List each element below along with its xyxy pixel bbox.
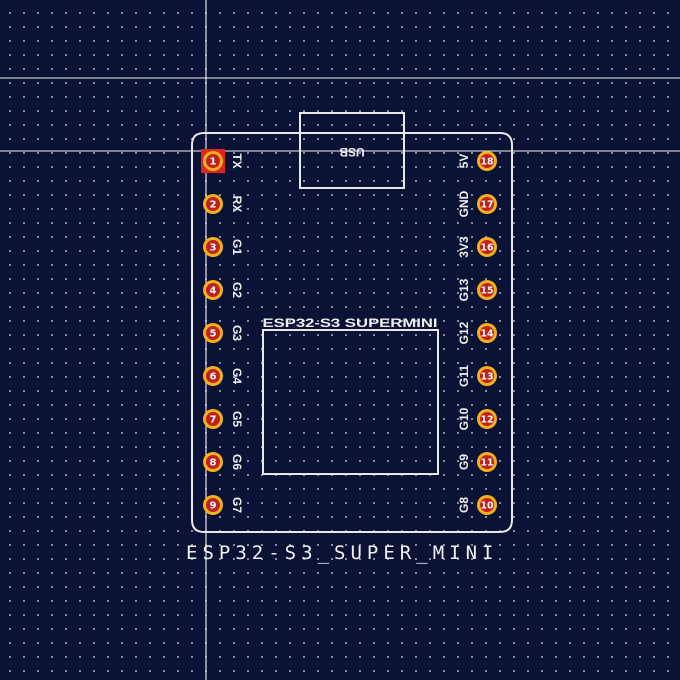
pad-number: 18 [481, 157, 494, 168]
pin-label: G5 [230, 411, 244, 427]
pin-label: G3 [230, 325, 244, 341]
pad-15[interactable]: 15 [477, 280, 497, 300]
pad-13[interactable]: 13 [477, 366, 497, 386]
module-label: ESP32-S3 SUPERMINI [263, 316, 438, 330]
pad-number: 5 [210, 329, 217, 340]
pin-label: 3V3 [457, 236, 471, 258]
pin-label: G10 [457, 407, 471, 430]
pad-number: 11 [481, 458, 494, 469]
pad-6[interactable]: 6 [203, 366, 223, 386]
pad-hole [480, 240, 494, 254]
pin-label: G11 [457, 365, 471, 387]
pad-2[interactable]: 2 [203, 194, 223, 214]
left-pin-group: 1 TX 2 RX 3 G1 4 G2 5 G3 6 G4 7 G5 8 G6 9 G7 [201, 149, 244, 515]
pin-label: G1 [230, 239, 244, 255]
pad-hole [480, 283, 494, 297]
pin-label: TX [230, 153, 244, 168]
pad-10[interactable]: 10 [477, 495, 497, 515]
pad-14[interactable]: 14 [477, 323, 497, 343]
pin-label: 5V [457, 154, 471, 169]
pad-7[interactable]: 7 [203, 409, 223, 429]
pad-hole [480, 369, 494, 383]
pad-number: 14 [481, 329, 494, 340]
pin-label: G4 [230, 368, 244, 384]
pad-number: 13 [481, 372, 494, 383]
pad-number: 8 [210, 458, 217, 469]
pad-11[interactable]: 11 [477, 452, 497, 472]
module-outline [262, 329, 439, 475]
footprint-outline [191, 132, 513, 533]
pin-label: G8 [457, 497, 471, 513]
pad-1[interactable]: 1 [201, 149, 225, 173]
pin-label: G9 [457, 454, 471, 470]
pad-3[interactable]: 3 [203, 237, 223, 257]
pad-hole [480, 498, 494, 512]
pad-hole [206, 154, 220, 168]
pad-4[interactable]: 4 [203, 280, 223, 300]
pad-hole [206, 369, 220, 383]
pin-label: G7 [230, 497, 244, 513]
pad-12[interactable]: 12 [477, 409, 497, 429]
pad-number: 9 [210, 501, 217, 512]
reference-designator[interactable]: ESP32-S3_SUPER_MINI [186, 542, 494, 564]
pad-hole [206, 498, 220, 512]
pad-number: 2 [210, 200, 217, 211]
pad-16[interactable]: 16 [477, 237, 497, 257]
pad-hole [480, 412, 494, 426]
pad-number: 15 [481, 286, 494, 297]
pad-number: 1 [210, 157, 217, 168]
usb-connector [299, 112, 405, 189]
pad-hole [480, 455, 494, 469]
pad-number: 17 [481, 200, 494, 211]
pad-number: 3 [210, 243, 217, 254]
pad-hole [206, 240, 220, 254]
pad-number: 12 [481, 415, 494, 426]
pad-hole [206, 326, 220, 340]
pad-hole [206, 197, 220, 211]
pin-label: G13 [457, 278, 471, 301]
pad-hole [206, 455, 220, 469]
pad-hole [480, 326, 494, 340]
pad-hole [206, 412, 220, 426]
pad-8[interactable]: 8 [203, 452, 223, 472]
pad-5[interactable]: 5 [203, 323, 223, 343]
right-pin-group: 18 5V 17 GND 16 3V3 15 G13 14 G12 13 G11 12 G10 11 G9 10… [457, 151, 497, 515]
pad-number: 4 [210, 286, 217, 297]
pad-number: 10 [481, 501, 494, 512]
pad-hole [480, 197, 494, 211]
pin-label: RX [230, 196, 244, 213]
pin-label: G12 [457, 321, 471, 344]
pin-label: GND [457, 190, 471, 217]
pad-17[interactable]: 17 [477, 194, 497, 214]
pad-hole [206, 283, 220, 297]
pad-number: 6 [210, 372, 217, 383]
pad-number: 7 [210, 415, 217, 426]
pin-label: G6 [230, 454, 244, 470]
pin-label: G2 [230, 282, 244, 298]
pad-number: 16 [481, 243, 494, 254]
usb-label: USB [339, 145, 365, 159]
pad-18[interactable]: 18 [477, 151, 497, 171]
pad-9[interactable]: 9 [203, 495, 223, 515]
pad-hole [480, 154, 494, 168]
